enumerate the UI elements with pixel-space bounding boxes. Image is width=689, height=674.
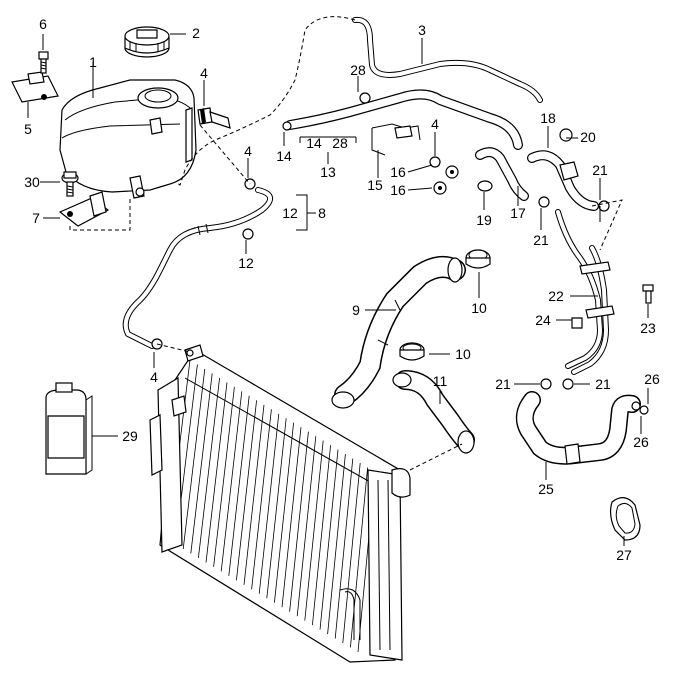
callout-26-lower: 26 [633,434,649,450]
callout-27: 27 [616,547,632,563]
radiator-fin [198,377,220,558]
radiator-fin [205,382,228,563]
radiator-fin [266,418,287,599]
hose-13 [285,89,523,150]
leader-lines [27,33,649,546]
callout-10-upper: 10 [471,300,487,316]
hose-17 [475,147,529,201]
radiator-fin [304,440,324,621]
radiator-fin [296,436,317,617]
callout-26-upper: 26 [644,371,660,387]
callout-6: 6 [39,16,47,32]
callout-10-lower: 10 [455,346,471,362]
radiator-fin [350,467,368,648]
callout-22: 22 [548,288,564,304]
hose-3 [352,16,543,103]
radiator-fin [274,422,294,603]
radiator-fin [228,395,250,576]
callout-20: 20 [580,129,596,145]
callout-13: 13 [320,164,336,180]
callout-29: 29 [122,428,138,444]
callout-4-radiator: 4 [150,369,158,385]
radiator-fin [220,391,243,572]
callout-13-sub-28: 28 [332,135,348,151]
expansion-tank [59,79,197,199]
clamp-4-tank [197,107,231,129]
radiator-fin [281,427,302,608]
callout-18: 18 [540,110,556,126]
radiator-fin [243,404,265,585]
callout-7: 7 [32,210,40,226]
callout-12-group: 12 [282,205,298,221]
callout-1: 1 [89,54,97,70]
callout-11: 11 [433,373,448,389]
clamp-10-upper [465,249,491,269]
radiator-fin [213,386,235,567]
callout-13-sub-14: 14 [306,135,322,151]
radiator-fin [289,431,309,612]
small-clamps [151,92,649,415]
callout-16-lower: 16 [390,182,406,198]
clamp-10-lower [399,342,425,361]
bracket-5 [11,71,59,103]
callout-21-upper: 21 [592,162,608,178]
bolt-30 [61,171,79,197]
callout-19: 19 [476,212,492,228]
callout-21-lower-right: 21 [595,376,611,392]
callout-21-mid: 21 [533,232,549,248]
callout-8: 8 [318,205,326,221]
callout-labels: 6 2 1 4 5 30 7 3 28 4 4 18 20 21 16 16 1… [24,16,660,563]
callout-4-mid: 4 [244,143,252,159]
callout-28: 28 [350,62,366,78]
hose-11 [392,370,475,454]
hose-18 [527,150,599,211]
callout-21-lower-left: 21 [495,376,511,392]
callout-30: 30 [24,174,40,190]
radiator-fin [334,458,354,639]
screw-6 [38,51,49,74]
callout-24: 24 [535,312,551,328]
filler-cap [124,26,170,58]
coolant-bottle-29 [45,382,93,475]
dashed-connections [69,16,623,471]
bracket-7 [58,191,110,227]
bolt-23 [642,284,654,304]
callout-14: 14 [276,148,292,164]
callout-5: 5 [24,121,32,137]
callout-17: 17 [510,205,526,221]
hose-12 [122,187,273,349]
callout-12: 12 [238,255,254,271]
bracket-15 [371,123,421,156]
radiator-fin [327,454,346,635]
callout-16-upper: 16 [390,164,406,180]
radiator-fin [251,409,272,590]
callout-3: 3 [418,22,426,38]
pipe-22 [555,209,615,375]
hose-25 [515,391,641,465]
radiator-fin [236,400,257,581]
callout-25: 25 [538,481,554,497]
callout-15: 15 [367,177,383,193]
hose-9 [331,255,466,409]
radiator-fin [182,368,206,550]
callout-4-tank: 4 [200,65,208,81]
callout-4-right: 4 [431,116,439,132]
callout-23: 23 [640,320,656,336]
callout-9: 9 [352,302,360,318]
radiator-fin [319,449,339,630]
radiator-fin [342,463,361,644]
callout-2: 2 [192,25,200,41]
seal-27 [609,497,641,541]
radiator-fin [312,445,331,626]
radiator [149,344,411,663]
radiator-fin [258,413,280,594]
radiator-fin [190,373,213,554]
